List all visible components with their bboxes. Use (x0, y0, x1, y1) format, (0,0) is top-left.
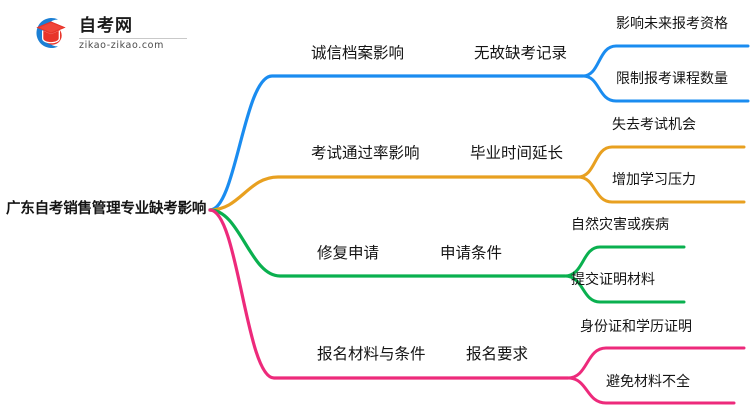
logo-domain: zikao-zikao.com (79, 39, 164, 51)
site-logo[interactable]: 自考网 zikao-zikao.com (30, 12, 210, 54)
branch-orange-leaf-1[interactable]: 失去考试机会 (612, 117, 696, 133)
logo-divider (79, 37, 187, 39)
mindmap-root-node[interactable]: 广东自考销售管理专业缺考影响 (6, 201, 207, 217)
graduation-cap-logo-icon (30, 12, 72, 54)
branch-green-leaf-1[interactable]: 自然灾害或疾病 (571, 217, 669, 233)
branch-green-leaf-2[interactable]: 提交证明材料 (571, 272, 655, 288)
branch-blue-leaf-2[interactable]: 限制报考课程数量 (616, 71, 728, 87)
branch-pink-level1-node[interactable]: 报名材料与条件 (317, 345, 426, 363)
branch-blue-level2-node[interactable]: 无故缺考记录 (474, 44, 568, 62)
branch-orange-leaf-2[interactable]: 增加学习压力 (612, 172, 696, 188)
branch-green-level1-node[interactable]: 修复申请 (317, 244, 380, 262)
branch-green-level2-node[interactable]: 申请条件 (440, 244, 503, 262)
branch-blue-leaf-1[interactable]: 影响未来报考资格 (616, 16, 728, 32)
branch-orange-level2-node[interactable]: 毕业时间延长 (470, 144, 564, 162)
branch-pink-leaf-1[interactable]: 身份证和学历证明 (580, 319, 692, 335)
branch-orange-level1-node[interactable]: 考试通过率影响 (311, 144, 420, 162)
branch-blue-level1-node[interactable]: 诚信档案影响 (311, 44, 405, 62)
logo-title: 自考网 (79, 15, 133, 36)
branch-pink-level2-node[interactable]: 报名要求 (466, 345, 529, 363)
branch-pink-leaf-2[interactable]: 避免材料不全 (606, 374, 690, 390)
